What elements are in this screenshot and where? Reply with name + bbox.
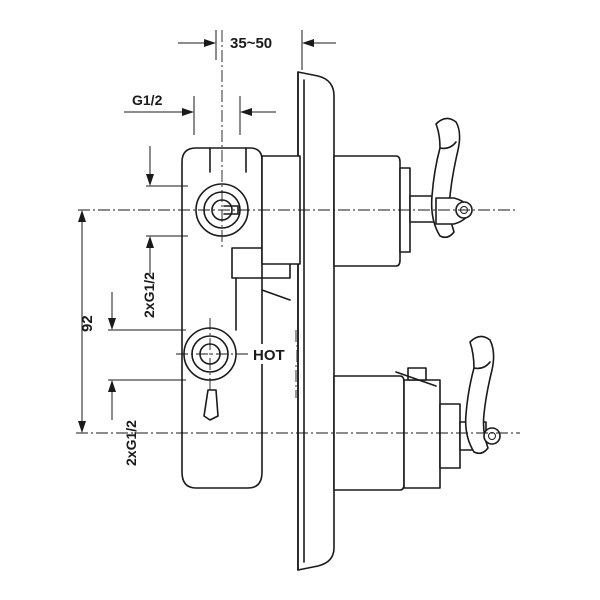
wall-plate: [297, 71, 335, 571]
upper-lever: [430, 117, 473, 239]
valve-body: [181, 147, 291, 489]
bottom-outlet-dimension: 2xG1/2: [108, 292, 186, 466]
center-lines: [76, 30, 520, 434]
hot-marker: HOT: [252, 344, 296, 364]
projection-label: 35~50: [230, 35, 272, 52]
projection-dimension: 35~50: [178, 30, 336, 70]
center-distance-label: 92: [79, 315, 96, 332]
center-distance-dimension: 92: [78, 210, 96, 433]
top-outlet-label: 2xG1/2: [141, 272, 157, 318]
bottom-outlet-label: 2xG1/2: [123, 420, 139, 466]
inlet-thread-dimension: G1/2: [124, 92, 276, 135]
lower-cartridge: [333, 367, 487, 491]
lower-lever: [464, 335, 501, 455]
inlet-thread-label: G1/2: [132, 92, 163, 108]
top-outlet-dimension: 2xG1/2: [141, 146, 188, 318]
upper-cartridge: [261, 155, 437, 267]
hot-label: HOT: [253, 347, 285, 364]
